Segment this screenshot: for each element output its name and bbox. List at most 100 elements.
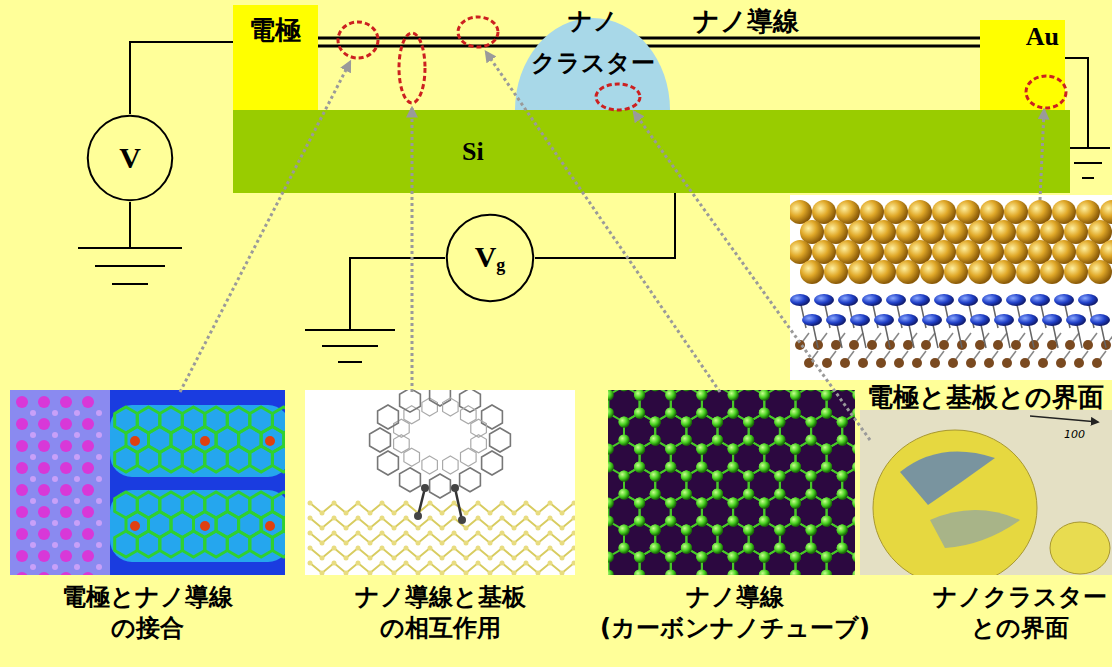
metal-atom bbox=[60, 550, 72, 562]
gold-atom bbox=[980, 240, 1004, 264]
substrate-atom bbox=[488, 526, 493, 531]
substrate-atom bbox=[320, 571, 325, 576]
substrate-atom bbox=[404, 501, 409, 506]
carbon-atom bbox=[806, 489, 817, 500]
carbon-atom bbox=[728, 516, 739, 527]
substrate-atom bbox=[404, 516, 409, 521]
substrate-atom bbox=[476, 546, 481, 551]
carbon-atom bbox=[619, 417, 630, 428]
substrate-atom bbox=[948, 358, 958, 368]
substrate-atom bbox=[488, 556, 493, 561]
metal-atom bbox=[96, 454, 102, 460]
carbon-atom bbox=[837, 543, 848, 554]
gold-electrode-box: Au bbox=[980, 20, 1065, 110]
carbon-atom bbox=[665, 570, 676, 576]
metal-atom bbox=[96, 564, 102, 570]
substrate-atom bbox=[368, 511, 373, 516]
carbon-atom bbox=[759, 444, 770, 455]
substrate-atom bbox=[560, 571, 565, 576]
carbon-atom bbox=[790, 516, 801, 527]
substrate-atom bbox=[404, 546, 409, 551]
carbon-atom bbox=[821, 498, 832, 509]
substrate-atom bbox=[476, 531, 481, 536]
carbon-atom bbox=[774, 471, 785, 482]
carbon-atom bbox=[743, 417, 754, 428]
gold-atom bbox=[824, 220, 848, 244]
substrate-atom bbox=[368, 541, 373, 546]
carbon-atom bbox=[634, 390, 645, 401]
metal-atom bbox=[38, 484, 50, 496]
carbon-atom bbox=[634, 516, 645, 527]
carbon-atom bbox=[665, 444, 676, 455]
carbon-atom bbox=[837, 471, 848, 482]
carbon-atom bbox=[712, 489, 723, 500]
carbon-atom bbox=[634, 552, 645, 563]
metal-atom bbox=[38, 506, 50, 518]
metal-atom bbox=[16, 528, 28, 540]
carbon-atom bbox=[759, 570, 770, 576]
carbon-atom bbox=[759, 552, 770, 563]
carbon-atom bbox=[608, 408, 614, 419]
substrate-atom bbox=[876, 358, 886, 368]
nitrogen-atom bbox=[970, 314, 990, 326]
tube-ring bbox=[370, 428, 391, 452]
nitrogen-atom bbox=[982, 294, 1002, 306]
nitrogen-atom bbox=[886, 294, 906, 306]
leader-arrow bbox=[634, 112, 870, 440]
picture-caption: ナノクラスター との界面 bbox=[933, 582, 1107, 644]
carbon-atom bbox=[821, 516, 832, 527]
gate-voltage-circle: Vg bbox=[445, 213, 535, 303]
substrate-atom bbox=[572, 546, 576, 551]
substrate-atom bbox=[488, 541, 493, 546]
carbon-atom bbox=[837, 489, 848, 500]
carbon-atom bbox=[608, 390, 614, 401]
highlight-circle bbox=[399, 33, 425, 103]
gold-atom bbox=[932, 200, 956, 224]
substrate-atom bbox=[452, 546, 457, 551]
substrate-atom bbox=[1092, 358, 1102, 368]
carbon-atom bbox=[790, 498, 801, 509]
carbon-atom bbox=[634, 570, 645, 576]
gold-atom bbox=[800, 260, 824, 284]
substrate-atom bbox=[822, 358, 832, 368]
carbon-atom bbox=[650, 390, 661, 392]
carbon-atom bbox=[634, 516, 645, 527]
carbon-atom bbox=[790, 498, 801, 509]
substrate-atom bbox=[416, 571, 421, 576]
substrate-atom bbox=[831, 340, 841, 350]
gold-atom bbox=[1028, 240, 1052, 264]
substrate-atom bbox=[903, 340, 913, 350]
picture-caption: ナノ導線と基板 の相互作用 bbox=[355, 582, 526, 644]
substrate-atom bbox=[1011, 340, 1021, 350]
metal-atom bbox=[52, 476, 58, 482]
carbon-atom bbox=[852, 462, 855, 473]
carbon-atom bbox=[665, 462, 676, 473]
metal-atom bbox=[38, 528, 50, 540]
nitrogen-atom bbox=[1066, 314, 1086, 326]
substrate-atom bbox=[840, 358, 850, 368]
gold-atom bbox=[812, 240, 836, 264]
substrate-atom bbox=[500, 546, 505, 551]
carbon-atom bbox=[696, 462, 707, 473]
substrate-atom bbox=[308, 516, 313, 521]
carbon-atom bbox=[608, 498, 614, 509]
electrode-box: 電極 bbox=[233, 5, 318, 110]
carbon-atom bbox=[696, 462, 707, 473]
carbon-atom bbox=[696, 516, 707, 527]
carbon-atom bbox=[790, 408, 801, 419]
carbon-atom bbox=[743, 543, 754, 554]
metal-atom bbox=[16, 550, 28, 562]
substrate-atom bbox=[392, 556, 397, 561]
carbon-atom bbox=[634, 570, 645, 576]
substrate-atom bbox=[344, 526, 349, 531]
node-text-group: Vg bbox=[475, 240, 506, 276]
nanocluster-dome: ナノ クラスター bbox=[515, 0, 670, 110]
gold-atom bbox=[896, 260, 920, 284]
tube-ring bbox=[482, 405, 503, 429]
substrate-atom bbox=[308, 531, 313, 536]
carbon-atom bbox=[634, 444, 645, 455]
metal-atom bbox=[96, 542, 102, 548]
substrate-atom bbox=[440, 511, 445, 516]
substrate-atom bbox=[476, 561, 481, 566]
carbon-atom bbox=[837, 417, 848, 428]
